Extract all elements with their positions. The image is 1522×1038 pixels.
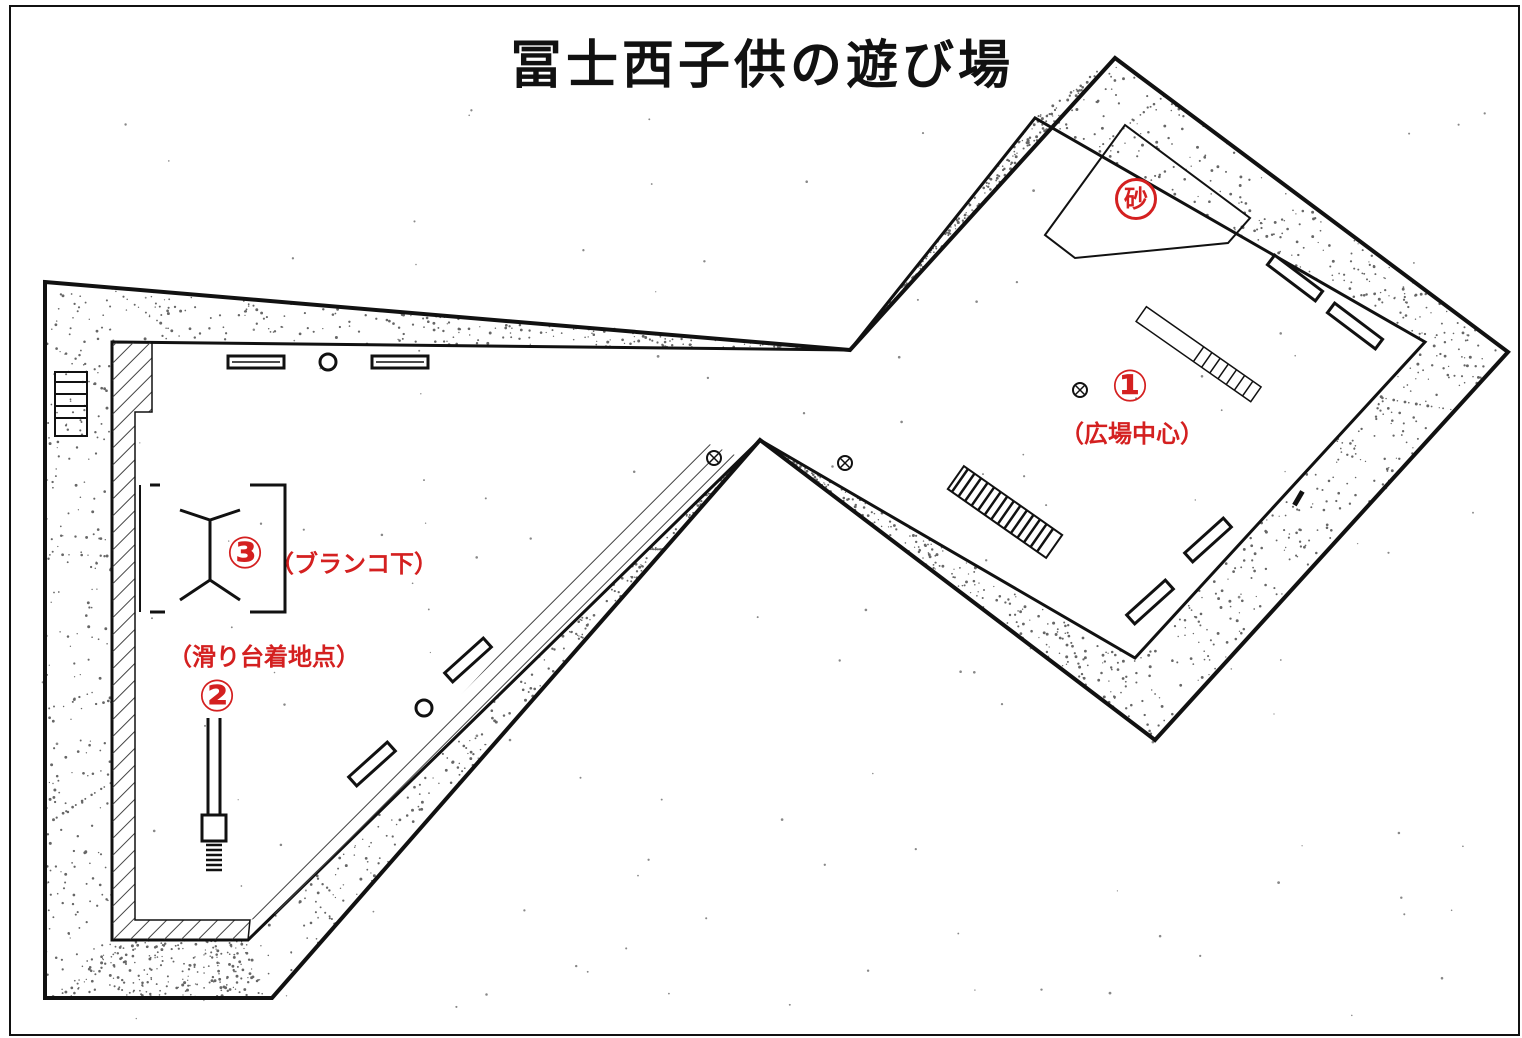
stepped-structure <box>946 464 1064 560</box>
bench <box>1182 516 1234 564</box>
slide <box>200 718 228 872</box>
drain-cover <box>706 450 722 466</box>
hatched-slope-diagonal <box>250 440 735 920</box>
bench <box>1265 253 1325 303</box>
point-1-number: ① <box>1111 361 1149 412</box>
bench <box>1124 578 1176 626</box>
tree-circle <box>318 352 338 372</box>
bench <box>370 354 430 370</box>
ladder-structure <box>1135 305 1263 403</box>
point-2-number: ② <box>198 671 236 722</box>
sand-marker: 砂 <box>1115 178 1157 220</box>
map-frame <box>9 5 1520 1036</box>
tree-circle <box>414 698 434 718</box>
point-3-caption: （ブランコ下） <box>270 550 438 578</box>
hatched-planting-left <box>111 341 251 941</box>
bench <box>1325 301 1385 351</box>
outer-boundary <box>43 55 1511 1000</box>
drain-cover <box>837 455 853 471</box>
sand-pit-outline <box>1043 123 1252 260</box>
bench <box>226 354 286 370</box>
swing-frame <box>139 483 287 614</box>
drain-cover <box>1072 382 1088 398</box>
point-3-number: ③ <box>226 528 264 579</box>
point-2-caption: （滑り台着地点） <box>168 643 360 671</box>
point-1-caption: （広場中心） <box>1060 420 1204 448</box>
bench <box>346 740 398 788</box>
post <box>1292 490 1305 507</box>
map-title: 冨士西子供の遊び場 <box>510 36 1015 96</box>
bench <box>442 636 494 684</box>
stairs-left <box>54 371 88 437</box>
